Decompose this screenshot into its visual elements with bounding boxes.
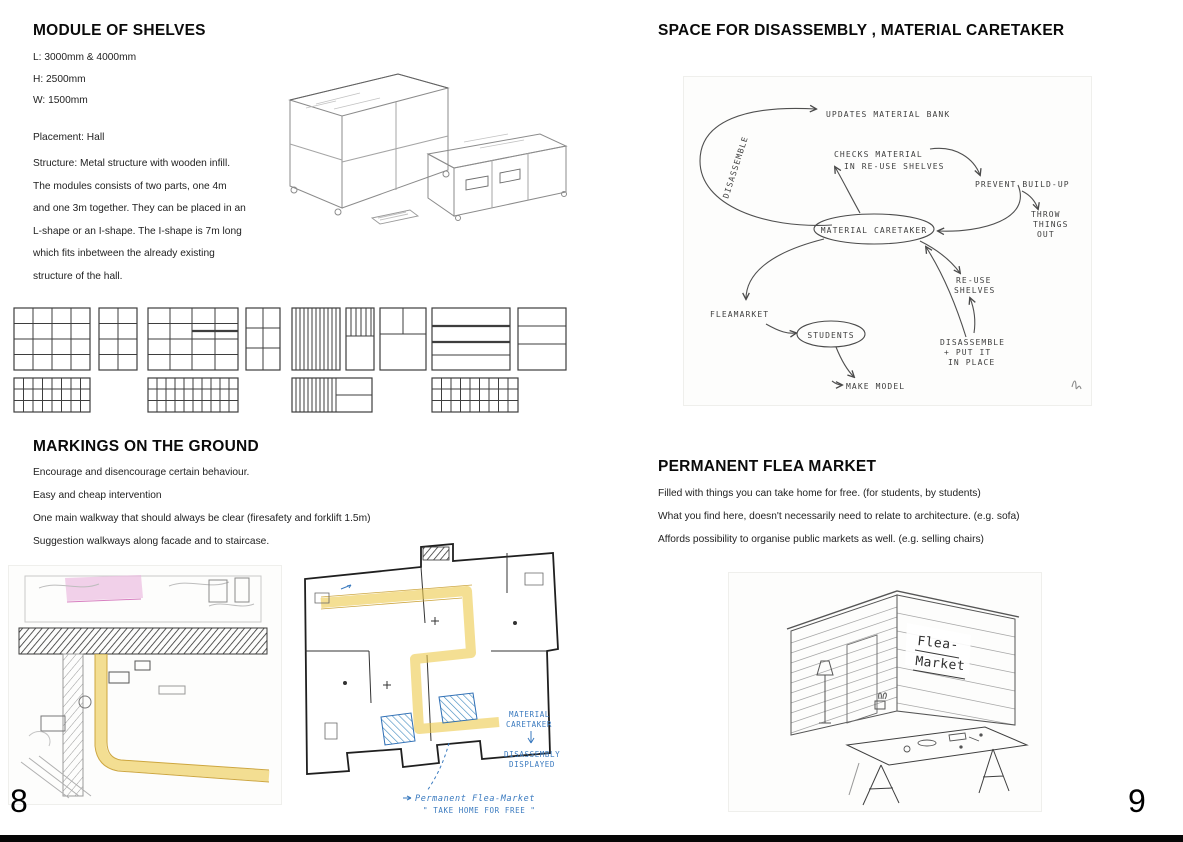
markings-line: Suggestion walkways along facade and to … — [33, 536, 270, 547]
diagram-label-checks-1: CHECKS MATERIAL — [834, 150, 923, 159]
note-disassembly-1: DISASSEMBLY — [504, 750, 560, 759]
diagram-label-throw-1: THROW — [1031, 210, 1061, 219]
sign-line-1: Flea- — [917, 634, 960, 653]
caretaker-flow-diagram: UPDATES MATERIAL BANK CHECKS MATERIAL IN… — [683, 76, 1092, 406]
shelves-specs: L: 3000mm & 4000mm H: 2500mm W: 1500mm — [33, 47, 136, 112]
plan-blue-zones — [380, 692, 478, 746]
sign-panel — [905, 623, 971, 675]
description-line: which fits inbetween the already existin… — [33, 248, 215, 259]
plan-yellow-walkway — [320, 584, 500, 734]
markings-line: Easy and cheap intervention — [33, 490, 162, 501]
note-material-caretaker-2: CARETAKER — [506, 720, 552, 729]
floor-plan-sketch-svg: MATERIAL CARETAKER DISASSEMBLY DISPLAYED… — [304, 543, 560, 815]
spec-width: W: 1500mm — [33, 95, 88, 106]
flea-market-sketch: Flea- Market — [728, 572, 1042, 812]
flea-market-sketch-svg: Flea- Market — [786, 590, 1029, 806]
shelves-description: Structure: Metal structure with wooden i… — [33, 153, 246, 288]
diagram-label-disassemble-place-2: + PUT IT — [944, 348, 991, 357]
markings-text: Encourage and disencourage certain behav… — [33, 461, 370, 553]
shed-structure — [786, 590, 1020, 736]
trestle-table — [845, 726, 1029, 806]
page-number-left: 8 — [10, 783, 28, 819]
grid-row-1 — [13, 307, 567, 371]
diagram-node-material-caretaker: MATERIAL CARETAKER — [821, 226, 928, 235]
grid-row-2 — [13, 377, 519, 413]
description-line: Structure: Metal structure with wooden i… — [33, 158, 231, 169]
diagram-label-disassemble-side: DISASSEMBLE — [721, 135, 750, 200]
students-node — [796, 320, 866, 348]
diagram-label-disassemble-place-3: IN PLACE — [948, 358, 995, 367]
diagram-label-throw-3: OUT — [1037, 230, 1055, 239]
flea-line: Affords possibility to organise public m… — [658, 534, 984, 545]
yellow-walkway — [94, 654, 270, 783]
scan-edge-bar — [0, 835, 1183, 842]
ground-markings-sketch — [8, 565, 282, 805]
markings-title: MARKINGS ON THE GROUND — [33, 438, 259, 455]
flea-line: Filled with things you can take home for… — [658, 488, 981, 499]
diagram-label-checks-2: IN RE-USE SHELVES — [844, 162, 945, 171]
diagram-node-fleamarket: FLEAMARKET — [710, 310, 769, 319]
plan-detail-marks — [314, 572, 544, 740]
shelf-modules-sketch-svg — [288, 73, 568, 225]
disassembly-title: SPACE FOR DISASSEMBLY , MATERIAL CARETAK… — [658, 22, 1065, 39]
note-take-home: " TAKE HOME FOR FREE " — [423, 806, 536, 815]
markings-line: Encourage and disencourage certain behav… — [33, 467, 250, 478]
diagram-label-prevent: PREVENT BUILD-UP — [975, 180, 1070, 189]
diagram-node-students: STUDENTS — [807, 331, 854, 340]
sketch-paper-sheet — [370, 209, 420, 225]
table-items — [903, 732, 983, 753]
plan-annotation-leaders — [403, 731, 535, 801]
lamp — [816, 660, 834, 724]
pencil-scribbles — [24, 575, 262, 623]
dark-hatched-band — [18, 627, 268, 655]
shelf-module-small — [426, 133, 568, 221]
diagram-arrows — [699, 108, 1082, 390]
caretaker-flow-diagram-svg: UPDATES MATERIAL BANK CHECKS MATERIAL IN… — [699, 77, 1082, 391]
spec-height: H: 2500mm — [33, 73, 86, 85]
module-grid-diagrams — [10, 300, 576, 418]
floor-plan-sketch: MATERIAL CARETAKER DISASSEMBLY DISPLAYED… — [285, 503, 577, 815]
diagram-label-make-model: MAKE MODEL — [846, 382, 905, 391]
flea-market-title: PERMANENT FLEA MARKET — [658, 458, 877, 475]
note-disassembly-2: DISPLAYED — [509, 760, 555, 769]
shelves-title: MODULE OF SHELVES — [33, 22, 206, 39]
plant — [874, 692, 887, 710]
furniture-marks — [40, 660, 186, 732]
shelf-module-large — [288, 73, 450, 216]
diagram-label-reuse-1: RE-USE — [956, 276, 992, 285]
material-caretaker-node — [813, 213, 935, 245]
description-line: The modules consists of two parts, one 4… — [33, 180, 227, 192]
flea-market-text: Filled with things you can take home for… — [658, 482, 1020, 551]
markings-line: One main walkway that should always be c… — [33, 513, 371, 524]
spec-length: L: 3000mm & 4000mm — [33, 52, 137, 63]
module-grid-diagrams-svg — [13, 307, 567, 413]
description-line: and one 3m together. They can be placed … — [33, 203, 246, 214]
bottom-pencil-lines — [20, 731, 92, 799]
note-flea-market: Permanent Flea-Market — [415, 794, 535, 804]
diagram-label-throw-2: THINGS — [1033, 220, 1069, 229]
flea-line: What you find here, doesn't necessarily … — [658, 511, 1020, 522]
note-material-caretaker-1: MATERIAL — [509, 710, 550, 719]
diagram-label-disassemble-place-1: DISASSEMBLE — [940, 338, 1005, 347]
shelves-placement: Placement: Hall — [33, 132, 105, 143]
shelf-modules-sketch — [276, 58, 568, 258]
page-number-right: 9 — [1128, 783, 1146, 819]
description-line: L-shape or an I-shape. The I-shape is 7m… — [33, 225, 242, 237]
sign-underlines — [912, 649, 966, 680]
diagram-label-updates: UPDATES MATERIAL BANK — [826, 110, 950, 119]
gray-hatched-column — [62, 653, 84, 797]
description-line: structure of the hall. — [33, 270, 123, 282]
sign-line-2: Market — [915, 654, 966, 674]
ground-markings-sketch-svg — [18, 575, 270, 799]
diagram-label-reuse-2: SHELVES — [954, 286, 995, 295]
